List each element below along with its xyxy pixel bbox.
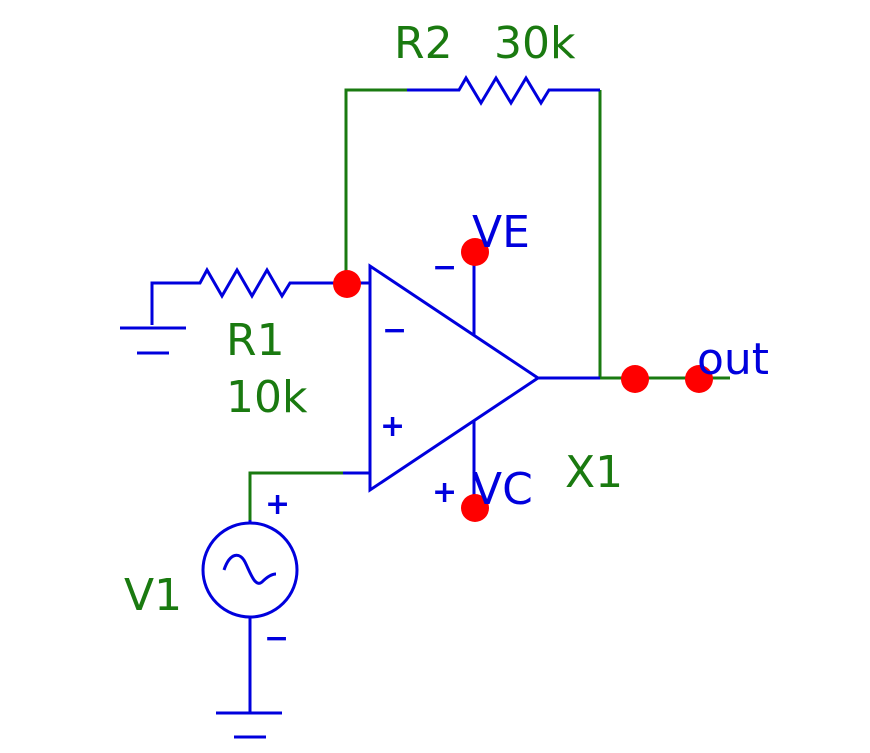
- r1-resistor-symbol: [150, 266, 346, 325]
- r1-value-label: 10k: [226, 372, 308, 423]
- node-output[interactable]: [621, 365, 649, 393]
- v1-minus-sign: −: [264, 621, 289, 656]
- node-ve[interactable]: [461, 238, 489, 266]
- ve-net-label: VE: [472, 207, 530, 258]
- r2-value-label: 30k: [494, 18, 576, 69]
- vc-net-label: VC: [472, 464, 533, 515]
- r1-ref-label: R1: [226, 315, 285, 366]
- v1-plus-sign: +: [265, 487, 290, 522]
- blue-wires: [120, 75, 600, 739]
- r2-ref-label: R2: [394, 18, 453, 69]
- feedback-wire-left: [344, 88, 407, 283]
- feedback-wires: [248, 88, 730, 520]
- noninv-input-wire: [248, 471, 343, 520]
- node-out-label[interactable]: [685, 365, 713, 393]
- vc-sign: +: [432, 475, 457, 510]
- sine-wave-icon: [222, 553, 277, 585]
- r2-resistor-symbol: [407, 75, 600, 106]
- out-net-label: out: [697, 334, 769, 385]
- v1-ref-label: V1: [124, 570, 182, 621]
- node-markers: [333, 238, 713, 522]
- opamp-noninv-sign: +: [380, 409, 405, 444]
- node-vc[interactable]: [461, 494, 489, 522]
- ve-sign: −: [432, 250, 457, 285]
- node-inverting-junction[interactable]: [333, 270, 361, 298]
- opamp-body: [368, 263, 541, 493]
- opamp-inv-sign: −: [382, 313, 407, 348]
- x1-ref-label: X1: [565, 447, 623, 498]
